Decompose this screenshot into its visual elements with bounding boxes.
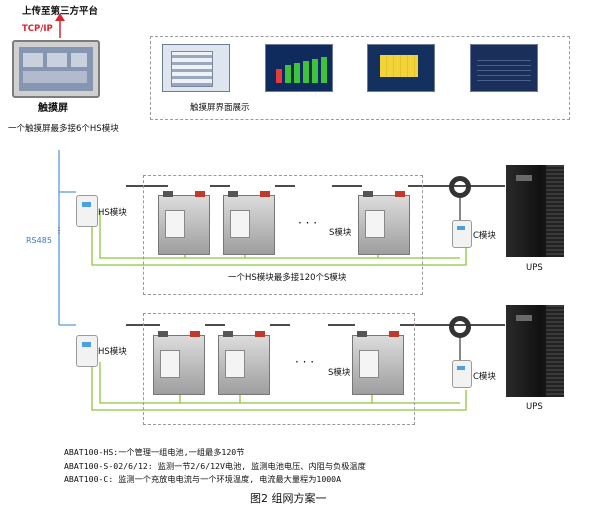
battery-1b	[223, 191, 275, 255]
s-module-on-battery-1a	[165, 210, 185, 238]
screen-thumb-rack	[162, 44, 230, 92]
current-sensor-1	[449, 176, 471, 198]
c-module-2-label: C模块	[473, 372, 496, 382]
tcpip-arrowhead	[55, 13, 65, 21]
screen-thumb-voltage-bars	[265, 44, 333, 92]
rs485-label: RS485	[26, 236, 52, 245]
hs-module-1	[76, 195, 98, 227]
current-sensor-2	[449, 316, 471, 338]
battery-1a	[158, 191, 210, 255]
group1-ellipsis: · · ·	[298, 216, 318, 230]
figure-caption: 图2 组网方案一	[250, 492, 327, 505]
ups-cabinet-1	[506, 165, 564, 257]
sense-line-1-outer	[91, 212, 467, 266]
ups-2-label: UPS	[526, 402, 543, 412]
hs-module-1-label: HS模块	[98, 208, 127, 218]
group2-ellipsis: · · ·	[295, 355, 315, 369]
note-c: ABAT100-C: 监测一个充放电电流与一个环境温度, 电流最大量程为1000…	[64, 474, 342, 484]
sense-line-2-outer	[91, 362, 467, 411]
battery-1c	[358, 191, 410, 255]
screen-thumb-data-grid	[367, 44, 435, 92]
hs-module-2	[76, 335, 98, 367]
battery-2a	[153, 331, 205, 395]
sense-line-1-inner	[99, 212, 460, 259]
s-module-on-battery-2c	[359, 350, 379, 378]
sense-line-2-inner	[99, 362, 460, 404]
battery-2c	[352, 331, 404, 395]
screens-caption: 触摸屏界面展示	[190, 103, 250, 113]
s-module-on-battery-2b	[225, 350, 245, 378]
battery-2b	[218, 331, 270, 395]
s-module-on-battery-2a	[160, 350, 180, 378]
s-module-on-battery-1b	[230, 210, 250, 238]
screens-showcase-box	[150, 36, 570, 120]
note-s: ABAT100-S-02/6/12: 监测一节2/6/12V电池, 监测电池电压…	[64, 461, 366, 471]
touch-screen-display	[19, 47, 93, 91]
upload-label: 上传至第三方平台	[22, 6, 99, 17]
hs-module-2-label: HS模块	[98, 347, 127, 357]
ups-cabinet-2	[506, 305, 564, 397]
rs485-dots: ⋮	[55, 226, 63, 235]
s-module-2-label: S模块	[328, 368, 351, 378]
c-module-1	[452, 220, 472, 248]
s-module-on-battery-1c	[365, 210, 385, 238]
hs-limit-note: 一个HS模块最多接120个S模块	[228, 273, 347, 283]
screen-thumb-table	[470, 44, 538, 92]
touch-limit-note: 一个触摸屏最多接6个HS模块	[8, 124, 119, 134]
touch-screen-name: 触摸屏	[38, 103, 68, 114]
group2-dashed-box	[143, 313, 415, 425]
c-module-1-label: C模块	[473, 231, 496, 241]
note-hs: ABAT100-HS:一个管理一组电池,一组最多120节	[64, 447, 245, 457]
c-module-2	[452, 360, 472, 388]
s-module-1-label: S模块	[329, 228, 352, 238]
tcpip-label: TCP/IP	[22, 24, 53, 34]
touch-screen-device	[12, 40, 100, 98]
group1-dashed-box	[143, 175, 423, 295]
ups-1-label: UPS	[526, 263, 543, 273]
